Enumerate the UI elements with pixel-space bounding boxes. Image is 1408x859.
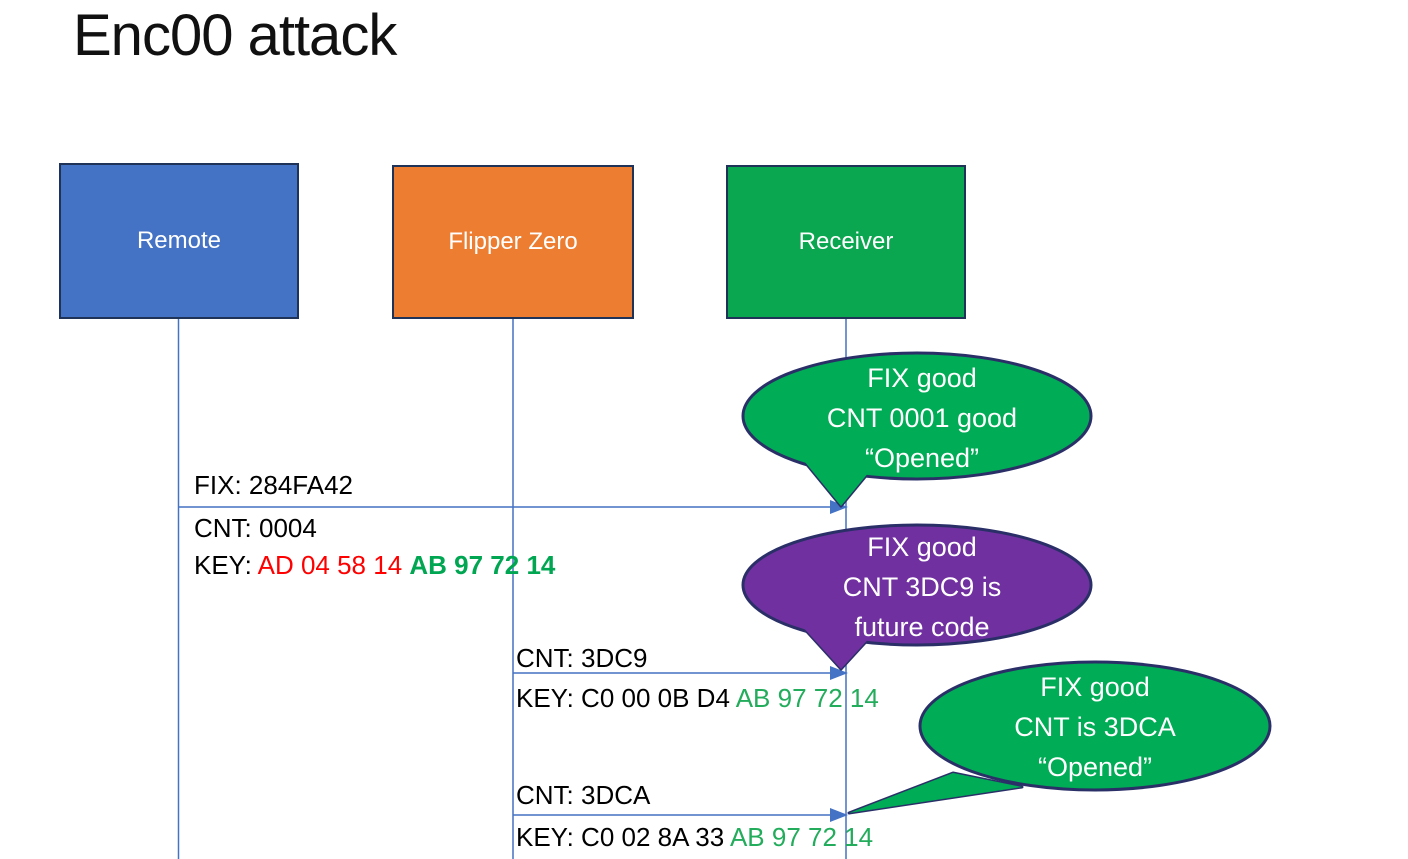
actor-label-flipper-zero: Flipper Zero (448, 228, 578, 255)
message-2-key-prefix: KEY: C0 00 0B D4 (516, 683, 736, 713)
actor-box-receiver: Receiver (726, 165, 966, 319)
message-1-key-label: KEY: AD 04 58 14 AB 97 72 14 (194, 550, 555, 580)
message-1-key-red-hex: AD 04 58 14 (257, 550, 410, 580)
message-3-cnt-label: CNT: 3DCA (516, 780, 651, 810)
actor-box-flipper-zero: Flipper Zero (392, 165, 634, 319)
actor-label-remote: Remote (136, 227, 222, 254)
message-2-key-label: KEY: C0 00 0B D4 AB 97 72 14 (516, 683, 879, 713)
message-3-key-green-hex: AB 97 72 14 (729, 822, 874, 852)
message-1-cnt-label: CNT: 0004 (194, 513, 317, 543)
message-1-fix-label: FIX: 284FA42 (194, 470, 353, 500)
message-1-key-green-hex: AB 97 72 14 (409, 550, 556, 580)
message-2-cnt-label: CNT: 3DC9 (516, 643, 648, 673)
actor-label-receiver: Receiver (798, 228, 894, 255)
page-title: Enc00 attack (73, 3, 397, 68)
message-3-key-label: KEY: C0 02 8A 33 AB 97 72 14 (516, 822, 873, 852)
message-2-key-green-hex: AB 97 72 14 (735, 683, 879, 713)
message-1-key-prefix: KEY: (194, 550, 258, 580)
arrow-head-flipper-to-receiver-2 (830, 808, 848, 822)
actor-box-remote: Remote (59, 163, 299, 319)
message-3-key-prefix: KEY: C0 02 8A 33 (516, 822, 730, 852)
